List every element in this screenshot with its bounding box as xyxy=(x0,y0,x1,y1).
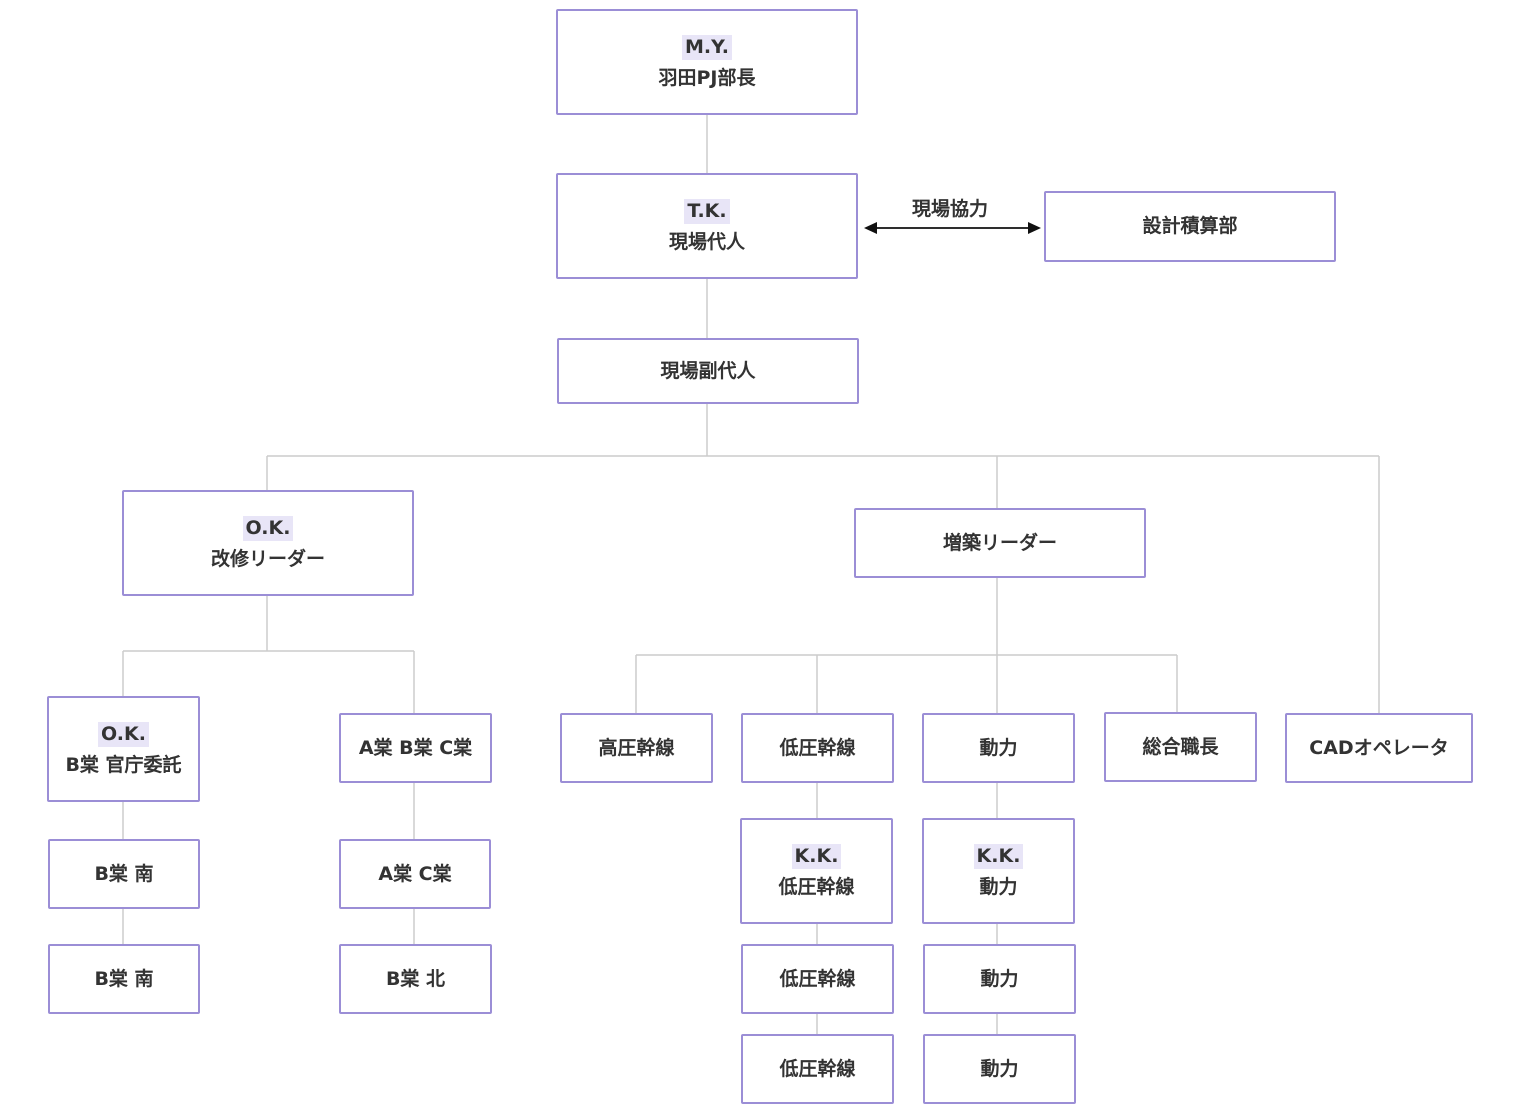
node-general-chief[interactable]: 総合職長 xyxy=(1104,712,1257,782)
node-label: B棠 官庁委託 xyxy=(65,753,182,776)
node-label: A棠 C棠 xyxy=(378,862,452,885)
node-initials: M.Y. xyxy=(682,34,732,60)
node-lv-kk[interactable]: K.K. 低圧幹線 xyxy=(740,818,893,924)
node-abc-buildings[interactable]: A棠 B棠 C棠 xyxy=(339,713,492,783)
edge-label-site-cooperation: 現場協力 xyxy=(912,198,989,220)
node-initials: K.K. xyxy=(973,843,1024,869)
node-label: CADオペレータ xyxy=(1309,736,1449,759)
node-initials: O.K. xyxy=(242,515,294,541)
node-lv-trunk[interactable]: 低圧幹線 xyxy=(741,713,894,783)
node-initials: O.K. xyxy=(98,721,149,747)
node-b-south-2[interactable]: B棠 南 xyxy=(48,944,200,1014)
node-label: 羽田PJ部長 xyxy=(658,66,756,89)
node-site-agent[interactable]: T.K. 現場代人 xyxy=(556,173,858,279)
node-label: 高圧幹線 xyxy=(598,736,675,759)
node-b-south-1[interactable]: B棠 南 xyxy=(48,839,200,909)
node-initials: K.K. xyxy=(791,843,842,869)
node-power-3[interactable]: 動力 xyxy=(923,1034,1076,1104)
bidirectional-arrow xyxy=(864,222,1041,234)
node-label: 設計積算部 xyxy=(1142,215,1238,238)
node-extension-leader[interactable]: 増築リーダー xyxy=(854,508,1146,578)
node-hv-trunk[interactable]: 高圧幹線 xyxy=(560,713,713,783)
node-label: B棠 南 xyxy=(94,967,154,990)
node-lv-2[interactable]: 低圧幹線 xyxy=(741,944,894,1014)
node-cad-operator[interactable]: CADオペレータ xyxy=(1285,713,1473,783)
node-label: 低圧幹線 xyxy=(779,736,856,759)
node-label: 現場副代人 xyxy=(660,359,756,382)
node-label: 動力 xyxy=(980,1057,1019,1080)
node-label: 低圧幹線 xyxy=(779,1057,856,1080)
node-design-estimation[interactable]: 設計積算部 xyxy=(1044,191,1336,262)
node-pj-manager[interactable]: M.Y. 羽田PJ部長 xyxy=(556,9,858,115)
node-ac-buildings[interactable]: A棠 C棠 xyxy=(339,839,491,909)
node-label: 動力 xyxy=(980,967,1019,990)
node-label: 低圧幹線 xyxy=(779,967,856,990)
node-power-kk[interactable]: K.K. 動力 xyxy=(922,818,1075,924)
node-b-north[interactable]: B棠 北 xyxy=(339,944,492,1014)
node-deputy-agent[interactable]: 現場副代人 xyxy=(557,338,859,404)
node-power-2[interactable]: 動力 xyxy=(923,944,1076,1014)
node-label: 改修リーダー xyxy=(210,547,325,570)
node-b-gov[interactable]: O.K. B棠 官庁委託 xyxy=(47,696,200,802)
node-label: 増築リーダー xyxy=(942,531,1057,554)
node-label: A棠 B棠 C棠 xyxy=(358,736,473,759)
node-power[interactable]: 動力 xyxy=(922,713,1075,783)
node-label: 低圧幹線 xyxy=(778,875,855,898)
node-label: 動力 xyxy=(979,736,1018,759)
node-lv-3[interactable]: 低圧幹線 xyxy=(741,1034,894,1104)
node-label: 総合職長 xyxy=(1142,735,1219,758)
node-renovation-leader[interactable]: O.K. 改修リーダー xyxy=(122,490,414,596)
node-initials: T.K. xyxy=(684,198,730,224)
node-label: B棠 南 xyxy=(94,862,154,885)
node-label: B棠 北 xyxy=(385,967,446,990)
node-label: 現場代人 xyxy=(668,230,745,253)
node-label: 動力 xyxy=(979,875,1018,898)
